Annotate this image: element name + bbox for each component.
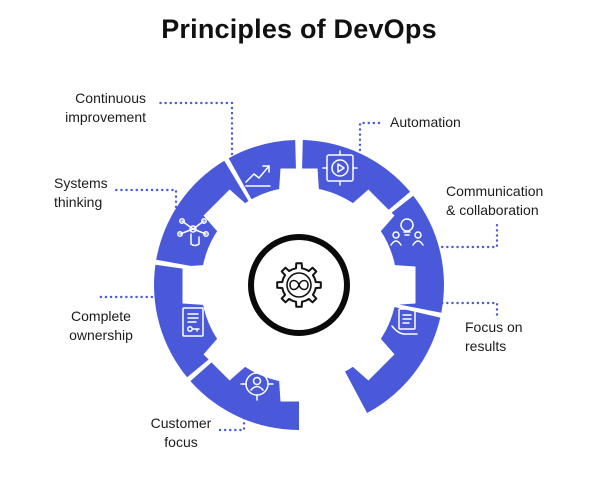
certificate-key-icon [182,307,204,337]
segment-2 [376,195,444,313]
label-segment-7: Continuous improvement [40,89,146,127]
label-segment-6: Systems thinking [54,174,108,212]
label-line: results [465,338,507,354]
label-line: Complete [71,308,131,324]
connector-6 [111,188,178,214]
label-line: ownership [69,327,133,343]
rising-chart-icon [245,165,271,187]
team-lightbulb-icon [390,218,424,246]
segment-6 [156,160,249,268]
network-touch-icon [177,218,209,247]
connector-7 [155,101,234,156]
page-title: Principles of DevOps [161,14,437,44]
label-segment-5: Complete ownership [63,307,139,345]
connector-2 [430,219,499,249]
label-line: Focus on [465,319,523,335]
label-line: & collaboration [446,202,539,218]
gear-infinity-icon [276,262,322,308]
connector-4 [218,416,246,432]
label-line: thinking [54,194,103,210]
connector-3 [430,301,499,320]
segment-5 [153,264,224,378]
connector-1 [358,121,384,152]
results-document-icon [391,308,418,335]
label-line: Automation [390,114,461,130]
label-segment-4: Customer focus [145,414,217,452]
label-line: focus [164,434,198,450]
gear-play-icon [322,150,358,186]
label-segment-2: Communication & collaboration [446,182,543,220]
segment-4 [190,349,299,430]
label-line: Continuous [75,90,146,106]
label-line: Systems [54,175,108,191]
label-segment-1: Automation [390,113,461,132]
customer-target-icon [240,367,274,401]
label-line: Customer [150,415,212,431]
label-segment-3: Focus on results [465,318,523,356]
label-line: Communication [446,183,544,199]
label-line: improvement [65,109,146,125]
segment-1 [301,140,411,222]
